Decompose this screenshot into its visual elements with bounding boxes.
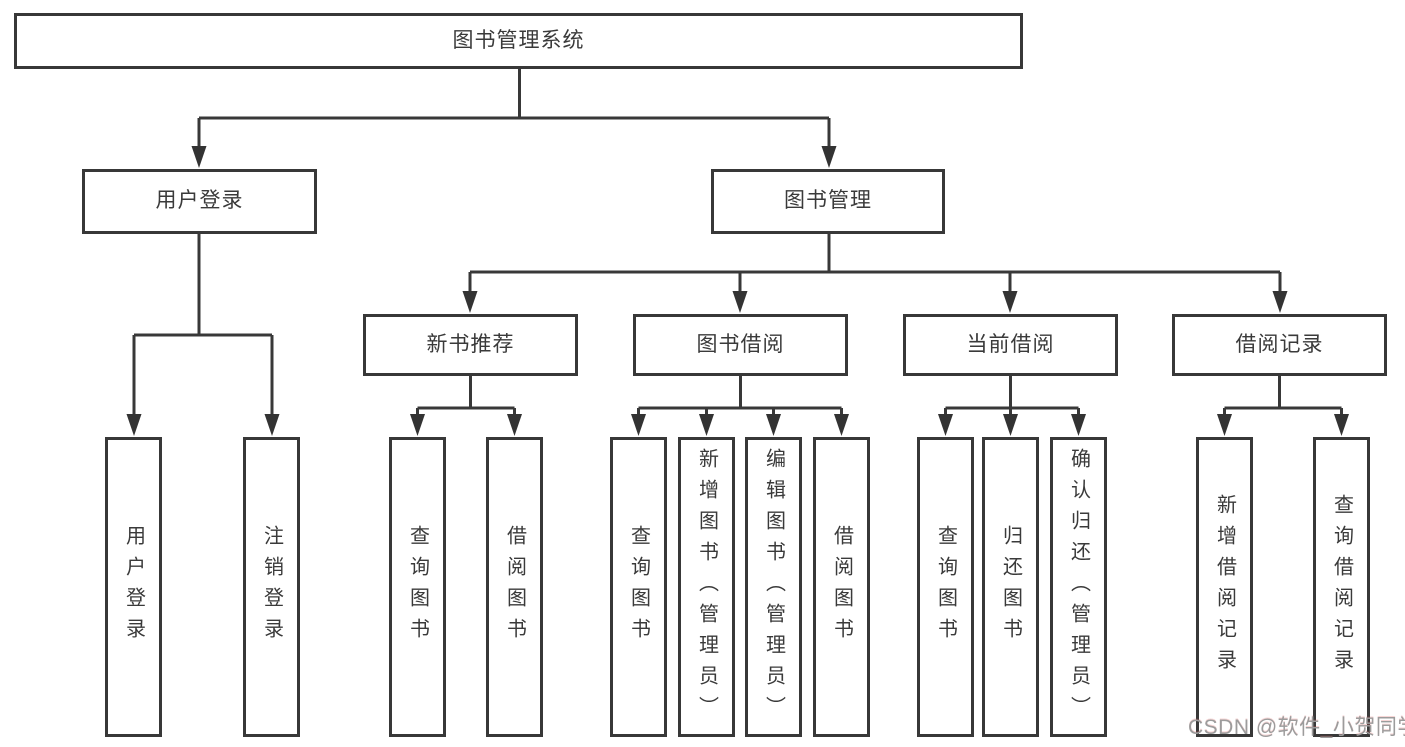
leaf-confirm-return-admin: 确认归还（管理员） xyxy=(1050,437,1107,737)
leaf-query-books-current: 查询图书 xyxy=(917,437,974,737)
node-book-management-label: 图书管理 xyxy=(784,189,872,213)
node-user-login: 用户登录 xyxy=(82,169,317,234)
leaf-logout-label: 注销登录 xyxy=(260,525,283,649)
leaf-query-books-borrowing: 查询图书 xyxy=(610,437,667,737)
leaf-user-login: 用户登录 xyxy=(105,437,162,737)
leaf-confirm-return-admin-label: 确认归还（管理员） xyxy=(1067,447,1090,727)
node-new-book-recommendation-label: 新书推荐 xyxy=(426,332,515,356)
leaf-add-book-admin-label: 新增图书（管理员） xyxy=(695,447,718,727)
leaf-return-book: 归还图书 xyxy=(982,437,1039,737)
leaf-edit-book-admin: 编辑图书（管理员） xyxy=(745,437,802,737)
node-book-management: 图书管理 xyxy=(711,169,945,234)
leaf-add-book-admin: 新增图书（管理员） xyxy=(678,437,735,737)
leaf-borrow-books-borrowing-label: 借阅图书 xyxy=(830,525,853,649)
arrowheads xyxy=(126,146,1349,436)
leaf-add-borrow-record-label: 新增借阅记录 xyxy=(1213,494,1236,680)
node-current-borrowing: 当前借阅 xyxy=(903,314,1118,376)
leaf-user-login-label: 用户登录 xyxy=(122,525,145,649)
node-current-borrowing-label: 当前借阅 xyxy=(966,332,1055,356)
node-new-book-recommendation: 新书推荐 xyxy=(363,314,578,376)
node-borrowing-records: 借阅记录 xyxy=(1172,314,1387,376)
leaf-query-books-current-label: 查询图书 xyxy=(934,525,957,649)
node-user-login-label: 用户登录 xyxy=(155,189,244,213)
leaf-query-books-recommend-label: 查询图书 xyxy=(406,525,429,649)
leaf-return-book-label: 归还图书 xyxy=(999,525,1022,649)
node-library-system: 图书管理系统 xyxy=(14,13,1023,69)
leaf-logout: 注销登录 xyxy=(243,437,300,737)
node-book-borrowing: 图书借阅 xyxy=(633,314,848,376)
leaf-edit-book-admin-label: 编辑图书（管理员） xyxy=(762,447,785,727)
leaf-add-borrow-record: 新增借阅记录 xyxy=(1196,437,1253,737)
leaf-query-borrow-record-label: 查询借阅记录 xyxy=(1330,494,1353,680)
node-library-system-label: 图书管理系统 xyxy=(452,28,585,52)
node-book-borrowing-label: 图书借阅 xyxy=(696,332,785,356)
leaf-borrow-books-borrowing: 借阅图书 xyxy=(813,437,870,737)
leaf-query-books-recommend: 查询图书 xyxy=(389,437,446,737)
node-borrowing-records-label: 借阅记录 xyxy=(1235,332,1324,356)
leaf-borrow-books-recommend: 借阅图书 xyxy=(486,437,543,737)
watermark-text: CSDN @软件_小贺同学 xyxy=(1188,716,1405,739)
leaf-query-books-borrowing-label: 查询图书 xyxy=(627,525,650,649)
leaf-query-borrow-record: 查询借阅记录 xyxy=(1313,437,1370,737)
leaf-borrow-books-recommend-label: 借阅图书 xyxy=(503,525,526,649)
